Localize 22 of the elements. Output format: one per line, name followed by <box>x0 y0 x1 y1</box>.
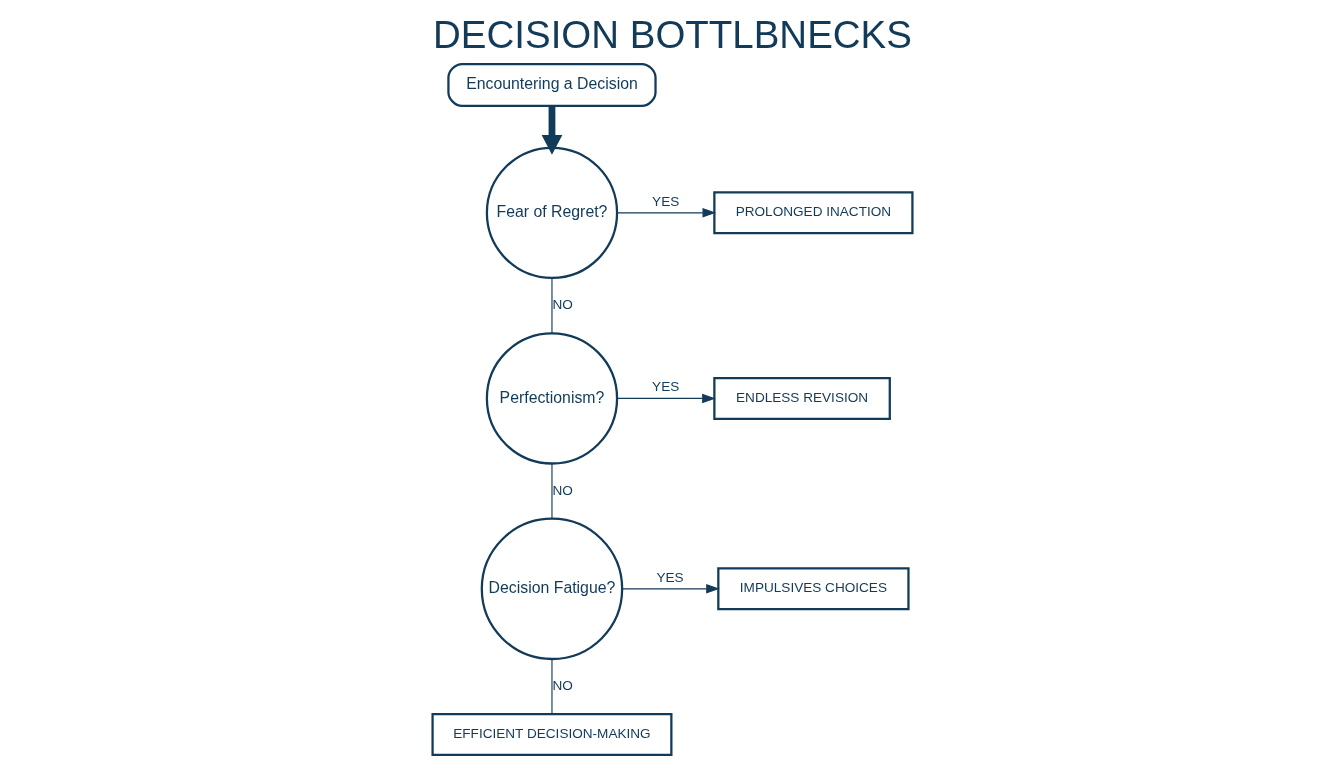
node-circle: Fear of Regret? <box>485 146 618 280</box>
diagram-title: DECISION BOTTLBNECKS <box>432 13 912 57</box>
connector <box>550 277 553 334</box>
node-box: Encountering a Decision <box>446 62 657 107</box>
node-circle: Decision Fatigue? <box>480 517 623 661</box>
node-circle: Perfectionism? <box>485 332 618 465</box>
edge-label: NO <box>552 677 573 693</box>
node-box: IMPULSIVES CHOICES <box>716 567 910 611</box>
edge-label: NO <box>552 297 573 313</box>
edge-label: YES <box>651 193 679 209</box>
edge-label: YES <box>656 569 684 585</box>
connector <box>550 463 553 520</box>
connector <box>550 658 553 715</box>
node-box: PROLONGED INACTION <box>712 191 914 235</box>
arrow <box>620 584 720 594</box>
arrow <box>541 106 562 155</box>
arrow <box>616 393 716 404</box>
edge-label: YES <box>651 379 679 395</box>
node-box: ENDLESS REVISION <box>712 376 891 420</box>
edge-label: NO <box>552 482 573 498</box>
arrow <box>616 208 716 218</box>
node-box: EFFICIENT DECISION-MAKING <box>430 713 672 757</box>
